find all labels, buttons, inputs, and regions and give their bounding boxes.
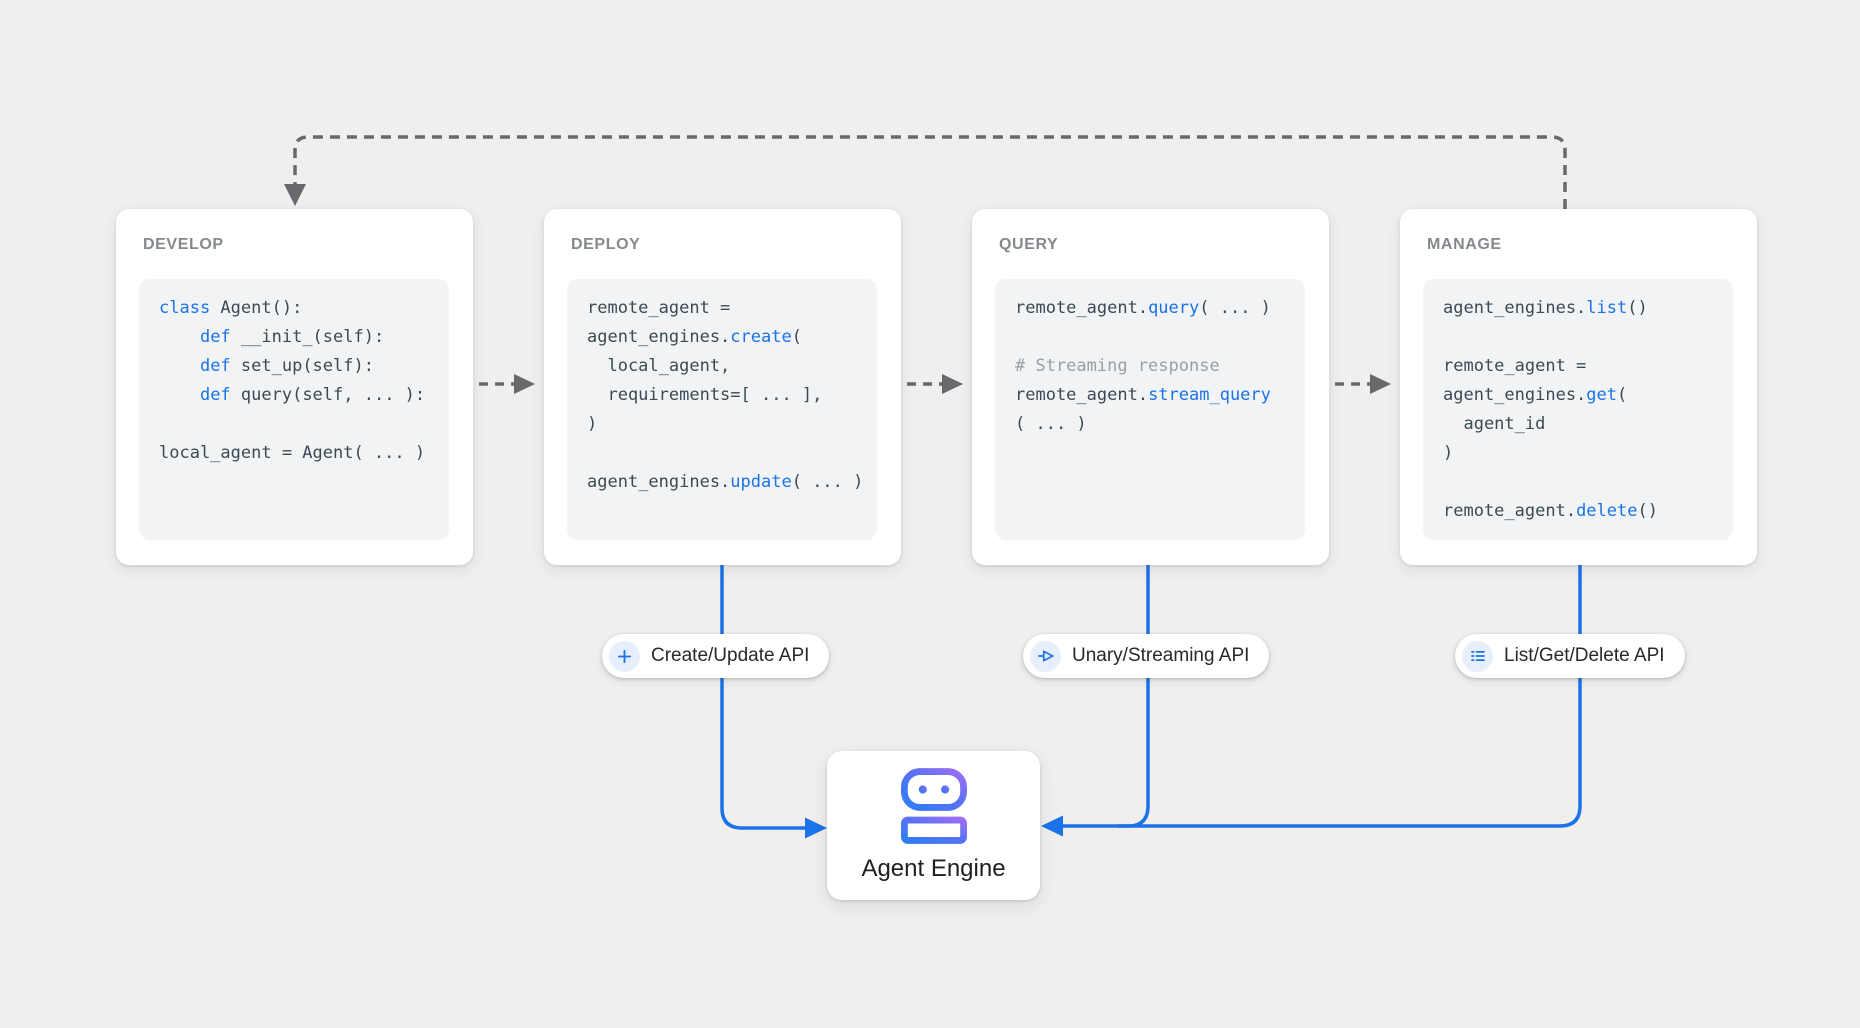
stage-card-manage: MANAGE agent_engines.list() remote_agent… (1400, 209, 1757, 565)
code-line: agent_id (1443, 414, 1546, 434)
card-title: QUERY (999, 236, 1059, 253)
code-line (159, 410, 437, 439)
loop-arrowhead-down (284, 184, 306, 206)
flow-arrow-deploy-query (907, 374, 963, 394)
code-line: local_agent = Agent( ... ) (159, 443, 426, 463)
code-line: remote_agent.delete() (1443, 501, 1658, 521)
code-line (1443, 323, 1721, 352)
code-line: remote_agent.stream_query (1015, 385, 1271, 405)
code-block: class Agent(): def __init_(self): def se… (139, 279, 449, 540)
code-line: ) (1443, 443, 1454, 463)
code-line: ) (587, 414, 598, 434)
api-flow-manage-to-engine (1041, 565, 1582, 837)
card-title: MANAGE (1427, 236, 1502, 253)
code-line: agent_engines.create( (587, 327, 802, 347)
code-line: remote_agent = (1443, 356, 1587, 376)
code-line: def query(self, ... ): (199, 385, 426, 405)
code-line: requirements=[ ... ], (587, 385, 823, 405)
code-line (1443, 468, 1721, 497)
api-flow-deploy-to-engine (720, 565, 827, 839)
badge-unary-streaming-api: Unary/Streaming API (1023, 634, 1270, 678)
code-line: ( ... ) (1015, 414, 1087, 434)
code-line: class Agent(): (159, 298, 303, 318)
code-line (1015, 323, 1293, 352)
badge-create-update-api: Create/Update API (602, 634, 830, 678)
code-block: remote_agent = agent_engines.create( loca… (567, 279, 877, 540)
stage-card-deploy: DEPLOY remote_agent = agent_engines.creat… (544, 209, 901, 565)
code-line: remote_agent = (587, 298, 731, 318)
stage-card-develop: DEVELOP class Agent(): def __init_(self)… (116, 209, 473, 565)
agent-engine-node: Agent Engine (827, 751, 1040, 900)
badge-label: List/Get/Delete API (1504, 645, 1665, 666)
send-icon (1030, 640, 1061, 672)
badge-label: Create/Update API (651, 645, 810, 666)
card-title: DEVELOP (143, 236, 224, 253)
code-line: remote_agent.query( ... ) (1015, 298, 1271, 318)
flow-arrow-develop-deploy (479, 374, 535, 394)
stage-card-query: QUERY remote_agent.query( ... ) # Stream… (972, 209, 1329, 565)
code-block: agent_engines.list() remote_agent = agent… (1423, 279, 1733, 540)
list-icon (1462, 640, 1493, 672)
card-title: DEPLOY (571, 236, 641, 253)
code-line: def __init_(self): (199, 327, 385, 347)
flow-arrow-query-manage (1335, 374, 1391, 394)
badge-label: Unary/Streaming API (1072, 645, 1250, 666)
loop-arrow-manage-to-develop (293, 135, 1567, 209)
code-line: agent_engines.list() (1443, 298, 1648, 318)
code-line: agent_engines.update( ... ) (587, 472, 864, 492)
code-line (587, 439, 865, 468)
code-line: agent_engines.get( (1443, 385, 1628, 405)
badge-list-get-delete-api: List/Get/Delete API (1455, 634, 1685, 678)
code-block: remote_agent.query( ... ) # Streaming re… (995, 279, 1305, 540)
api-flow-query-to-engine (1118, 565, 1150, 828)
code-line: local_agent, (587, 356, 731, 376)
code-line: # Streaming response (1015, 356, 1220, 376)
agent-engine-label: Agent Engine (861, 855, 1006, 882)
code-line: def set_up(self): (199, 356, 374, 376)
plus-icon (609, 640, 640, 672)
robot-icon (900, 767, 967, 850)
